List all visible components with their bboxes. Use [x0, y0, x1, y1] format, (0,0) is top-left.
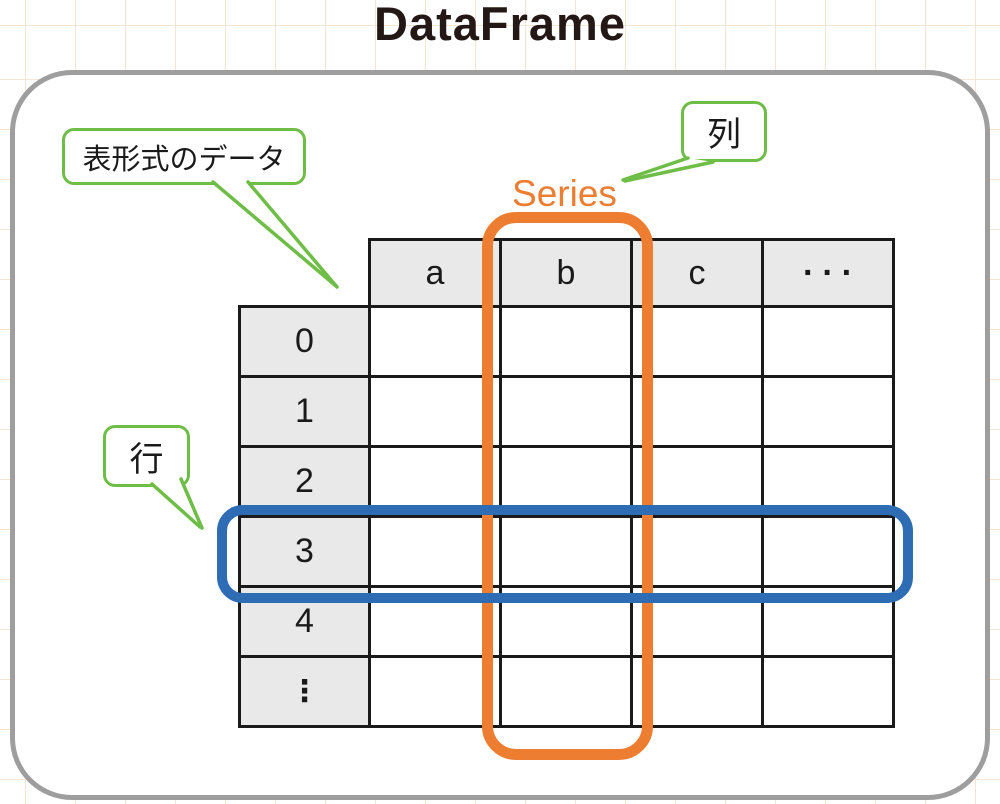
- callout-column: 列: [681, 101, 767, 162]
- index-cell-ellipsis: ⋮: [238, 655, 371, 728]
- data-cell: [368, 375, 502, 448]
- table-header-row: a b c ···: [368, 238, 895, 308]
- callout-tabular-data: 表形式のデータ: [62, 128, 306, 185]
- series-label: Series: [512, 173, 617, 214]
- data-cell: [761, 305, 895, 378]
- callout-row-label: 行: [129, 440, 164, 479]
- data-cell: [368, 655, 502, 728]
- data-cell: [761, 655, 895, 728]
- data-cell: [499, 375, 633, 448]
- table-row-3: 3: [238, 515, 895, 588]
- row-highlight: [217, 505, 913, 603]
- index-cell-1: 1: [238, 375, 371, 448]
- index-cell-0: 0: [238, 305, 371, 378]
- page-title: DataFrame: [374, 0, 626, 50]
- callout-tabular-data-label: 表形式のデータ: [82, 143, 286, 176]
- callout-column-label: 列: [707, 116, 741, 154]
- column-header-cell-a: a: [368, 238, 502, 308]
- column-header-cell-ellipsis: ···: [761, 238, 895, 308]
- data-cell: [761, 375, 895, 448]
- callout-row: 行: [103, 425, 190, 487]
- series-column-highlight: [482, 212, 653, 760]
